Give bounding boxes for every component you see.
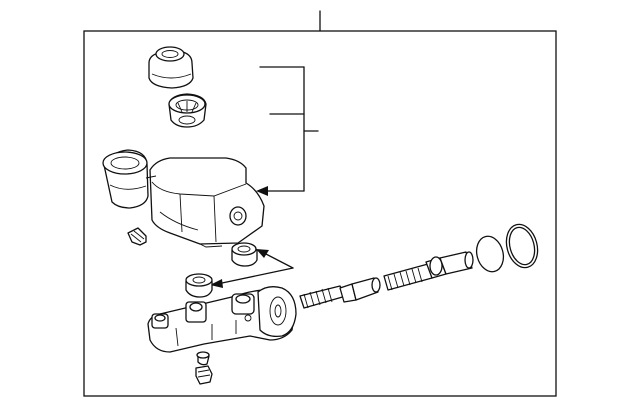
bleeder-plug-icon bbox=[195, 365, 213, 385]
bleeder-cap-icon bbox=[196, 351, 210, 366]
o-ring-large-icon bbox=[505, 223, 539, 269]
reservoir-grommet-lower-icon bbox=[185, 273, 213, 298]
reservoir-grommet-upper-icon bbox=[231, 242, 258, 267]
reservoir-cap-icon bbox=[148, 46, 194, 89]
diagram-frame bbox=[83, 30, 557, 397]
master-cylinder-body-icon bbox=[147, 286, 297, 353]
reservoir-mounting-pin-icon bbox=[127, 227, 147, 246]
brake-fluid-reservoir-icon bbox=[102, 149, 265, 248]
cap-strainer-icon bbox=[168, 93, 207, 128]
grommet-leader-lines bbox=[210, 249, 294, 288]
piston-assembly-secondary-icon bbox=[299, 277, 381, 309]
o-ring-small-icon bbox=[475, 235, 505, 273]
group-bracket bbox=[256, 66, 319, 196]
piston-assembly-primary-icon bbox=[383, 251, 474, 291]
